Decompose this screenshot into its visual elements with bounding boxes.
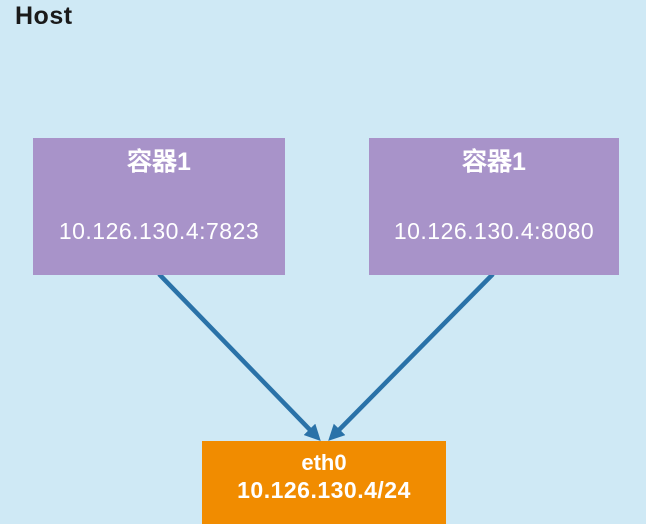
container-box-2: 容器1 10.126.130.4:8080 — [369, 138, 619, 275]
eth0-interface-address: 10.126.130.4/24 — [237, 477, 411, 503]
container-2-address: 10.126.130.4:8080 — [393, 218, 595, 245]
container-1-address: 10.126.130.4:7823 — [58, 218, 260, 245]
eth0-interface-box: eth0 10.126.130.4/24 — [202, 441, 446, 524]
arrow-container1-to-eth0 — [157, 272, 321, 441]
container-1-title: 容器1 — [127, 148, 191, 176]
container-2-title: 容器1 — [462, 148, 526, 176]
eth0-interface-name: eth0 — [301, 450, 347, 475]
container-box-1: 容器1 10.126.130.4:7823 — [33, 138, 285, 275]
arrow-container2-to-eth0 — [328, 272, 495, 441]
host-label: Host — [15, 2, 73, 30]
